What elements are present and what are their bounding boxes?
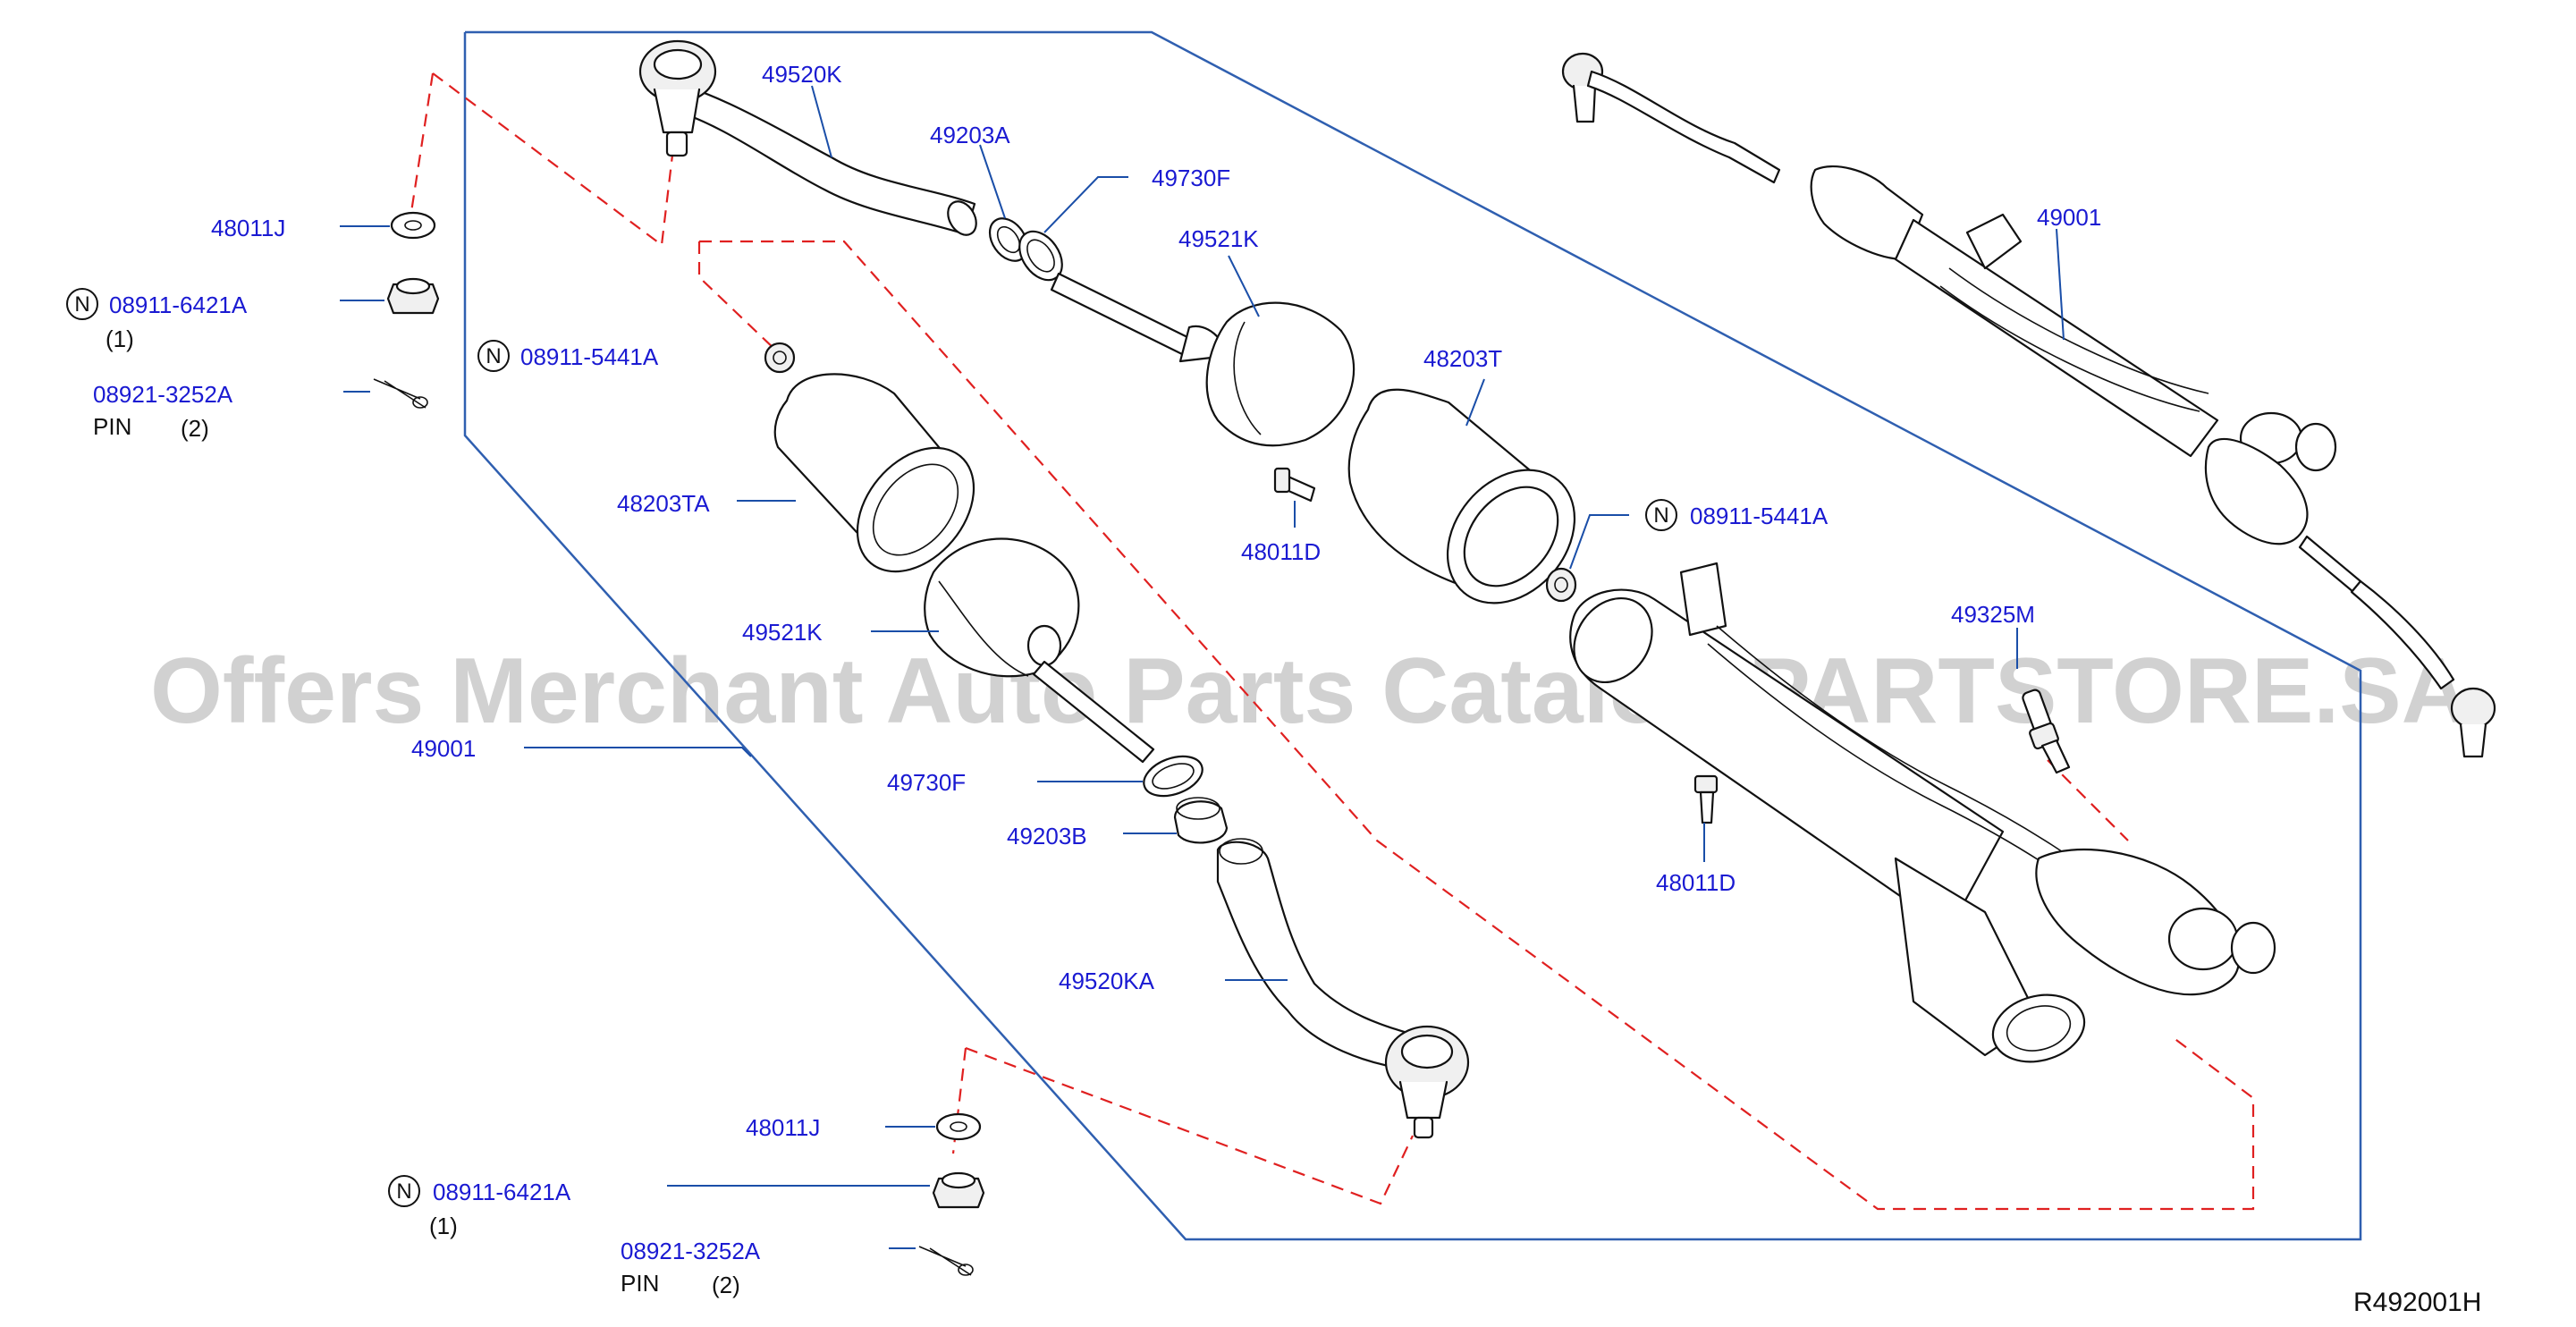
label-49203A: 49203A	[930, 122, 1010, 148]
label-49520K: 49520K	[762, 61, 842, 88]
part-49730F-clamp-bottom	[1143, 755, 1204, 798]
label-49203B: 49203B	[1007, 823, 1087, 849]
qty-label-bottom-1: (1)	[429, 1213, 458, 1239]
label-49521K-mid: 49521K	[742, 619, 823, 646]
watermark-text: Offers Merchant Auto Parts Catalog PARTS…	[150, 639, 2469, 743]
n-badge-letter: N	[1653, 503, 1668, 528]
part-48203T-cylinder-top	[1347, 388, 1576, 604]
tie-rod-end-upper	[638, 39, 977, 236]
tie-rod-end-lower	[1216, 838, 1470, 1139]
n-badge-letter: N	[396, 1179, 411, 1204]
hardware-group-top	[373, 211, 440, 409]
relation-line-upper-left	[432, 72, 678, 248]
n-badge-icon	[1645, 499, 1677, 531]
n-badge-icon	[388, 1175, 420, 1207]
label-pin-bottom: PIN	[621, 1270, 659, 1297]
relation-line-rack-housing-2	[697, 241, 777, 351]
label-49325M: 49325M	[1951, 601, 2035, 628]
n-badge-08911-6421A-top: N	[66, 288, 98, 320]
relation-line-upper-left-2	[408, 72, 435, 224]
nut-left	[764, 342, 796, 374]
n-badge-08911-5441A-right: N	[1645, 499, 1677, 531]
label-49520KA: 49520KA	[1059, 968, 1155, 994]
label-48203TA: 48203TA	[617, 490, 710, 517]
label-08921-3252A-bottom: 08921-3252A	[621, 1238, 761, 1264]
label-49001-left: 49001	[411, 735, 476, 762]
n-badge-letter: N	[74, 292, 89, 317]
part-49521K-boot-top	[1050, 272, 1356, 447]
part-48203TA-cylinder	[773, 373, 976, 573]
label-08911-6421A-bottom: 08911-6421A	[433, 1179, 571, 1205]
label-48011J-top: 48011J	[211, 215, 285, 241]
bolt-48011D-top	[1273, 467, 1316, 503]
n-badge-letter: N	[486, 344, 501, 368]
n-badge-icon	[66, 288, 98, 320]
qty-label-top-1: (1)	[106, 325, 134, 352]
label-49730F-top: 49730F	[1152, 165, 1230, 191]
label-08911-6421A-top: 08911-6421A	[109, 292, 248, 318]
label-08911-5441A-left: 08911-5441A	[520, 343, 659, 370]
label-08911-5441A-right: 08911-5441A	[1690, 503, 1829, 529]
relation-line-lower	[965, 1046, 1414, 1205]
qty-label-bottom-2: (2)	[712, 1272, 740, 1298]
leader-lines	[340, 85, 2065, 1249]
n-badge-08911-5441A-left: N	[477, 340, 510, 372]
n-badge-08911-6421A-bottom: N	[388, 1175, 420, 1207]
qty-label-top-2: (2)	[181, 415, 209, 442]
label-49001-top: 49001	[2037, 204, 2101, 231]
assembly-boundary	[463, 30, 2362, 1241]
part-49521K-boot-mid	[924, 537, 1155, 764]
diagram-reference-code: R492001H	[2353, 1288, 2481, 1317]
label-pin-top: PIN	[93, 413, 131, 440]
label-08921-3252A-top: 08921-3252A	[93, 381, 233, 408]
label-48203T: 48203T	[1423, 345, 1502, 372]
n-badge-icon	[477, 340, 510, 372]
steering-gear-assembly-complete	[1561, 52, 2496, 758]
relation-line-rack-housing	[699, 240, 2255, 1211]
nut-right	[1545, 567, 1577, 603]
steering-gear-housing	[1569, 562, 2276, 1063]
part-49203B-ring	[1173, 797, 1229, 844]
part-49325M-sensor	[2022, 689, 2071, 774]
label-49730F-bottom: 49730F	[887, 769, 966, 796]
bolt-48011D-bottom	[1693, 774, 1719, 824]
label-49521K-top: 49521K	[1178, 225, 1259, 252]
hardware-group-bottom	[918, 1112, 985, 1276]
label-48011D-top: 48011D	[1241, 538, 1321, 565]
label-48011J-bottom: 48011J	[746, 1114, 820, 1141]
label-48011D-bottom: 48011D	[1656, 869, 1736, 896]
